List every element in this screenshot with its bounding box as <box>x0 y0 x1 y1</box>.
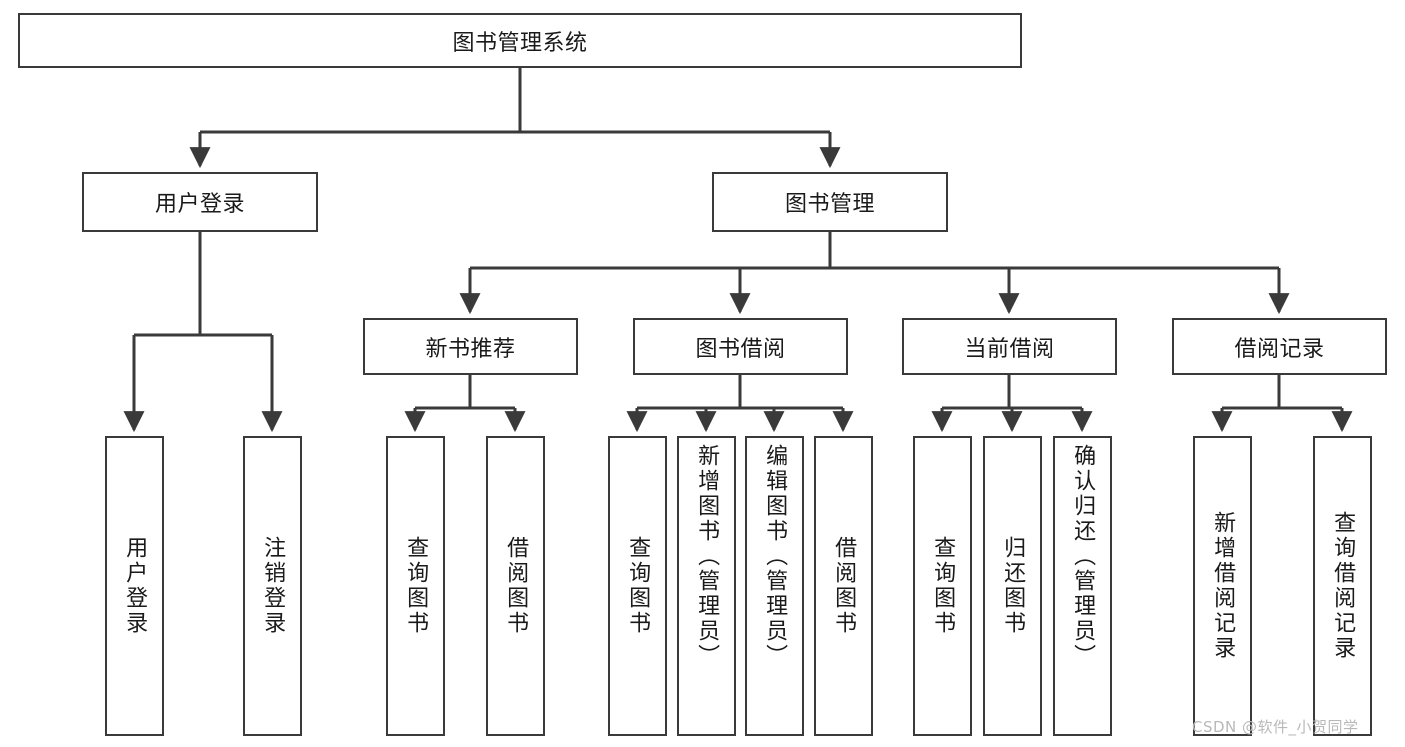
node-leaf-borrow-books-borrow[interactable]: 借阅图书 <box>814 436 873 736</box>
node-leaf-query-borrow-record-label: 查询借阅记录 <box>1330 511 1356 661</box>
node-leaf-query-books-borrow[interactable]: 查询图书 <box>608 436 667 736</box>
node-leaf-query-books-borrow-label: 查询图书 <box>625 536 651 636</box>
node-root-label: 图书管理系统 <box>452 30 588 56</box>
node-book-management-label: 图书管理 <box>784 192 875 217</box>
node-leaf-user-logout[interactable]: 注销登录 <box>243 436 302 736</box>
node-new-book-recommend-label: 新书推荐 <box>425 336 516 362</box>
node-leaf-add-book-admin[interactable]: 新增图书（管理员） <box>677 436 736 736</box>
node-leaf-return-books-label: 归还图书 <box>1000 536 1026 636</box>
node-user-login-label: 用户登录 <box>154 192 245 217</box>
node-leaf-borrow-books-new[interactable]: 借阅图书 <box>486 436 545 736</box>
node-current-borrow[interactable]: 当前借阅 <box>902 318 1117 375</box>
node-leaf-add-book-admin-label: 新增图书（管理员） <box>694 444 720 669</box>
node-borrow-record[interactable]: 借阅记录 <box>1172 318 1387 375</box>
node-leaf-confirm-return-admin[interactable]: 确认归还（管理员） <box>1053 436 1112 736</box>
node-leaf-query-books-new-label: 查询图书 <box>403 536 429 636</box>
node-leaf-query-books-current[interactable]: 查询图书 <box>913 436 972 736</box>
node-leaf-query-borrow-record[interactable]: 查询借阅记录 <box>1313 436 1372 736</box>
node-leaf-query-books-current-label: 查询图书 <box>930 536 956 636</box>
node-leaf-user-login[interactable]: 用户登录 <box>105 436 164 736</box>
node-new-book-recommend[interactable]: 新书推荐 <box>363 318 578 375</box>
node-book-management[interactable]: 图书管理 <box>712 172 948 232</box>
node-current-borrow-label: 当前借阅 <box>964 336 1055 362</box>
node-leaf-add-borrow-record-label: 新增借阅记录 <box>1210 511 1236 661</box>
node-leaf-borrow-books-borrow-label: 借阅图书 <box>831 536 857 636</box>
watermark: CSDN @软件_小贺同学 <box>1192 718 1359 736</box>
node-root[interactable]: 图书管理系统 <box>18 13 1022 68</box>
node-leaf-return-books[interactable]: 归还图书 <box>983 436 1042 736</box>
node-leaf-user-logout-label: 注销登录 <box>260 536 286 636</box>
node-leaf-confirm-return-admin-label: 确认归还（管理员） <box>1070 444 1096 669</box>
node-book-borrow-label: 图书借阅 <box>695 336 786 362</box>
node-leaf-edit-book-admin[interactable]: 编辑图书（管理员） <box>745 436 804 736</box>
node-leaf-add-borrow-record[interactable]: 新增借阅记录 <box>1193 436 1252 736</box>
node-leaf-edit-book-admin-label: 编辑图书（管理员） <box>762 444 788 669</box>
node-book-borrow[interactable]: 图书借阅 <box>633 318 848 375</box>
node-user-login[interactable]: 用户登录 <box>82 172 318 232</box>
node-leaf-borrow-books-new-label: 借阅图书 <box>503 536 529 636</box>
node-borrow-record-label: 借阅记录 <box>1234 336 1325 362</box>
node-leaf-query-books-new[interactable]: 查询图书 <box>386 436 445 736</box>
node-leaf-user-login-label: 用户登录 <box>122 536 148 636</box>
